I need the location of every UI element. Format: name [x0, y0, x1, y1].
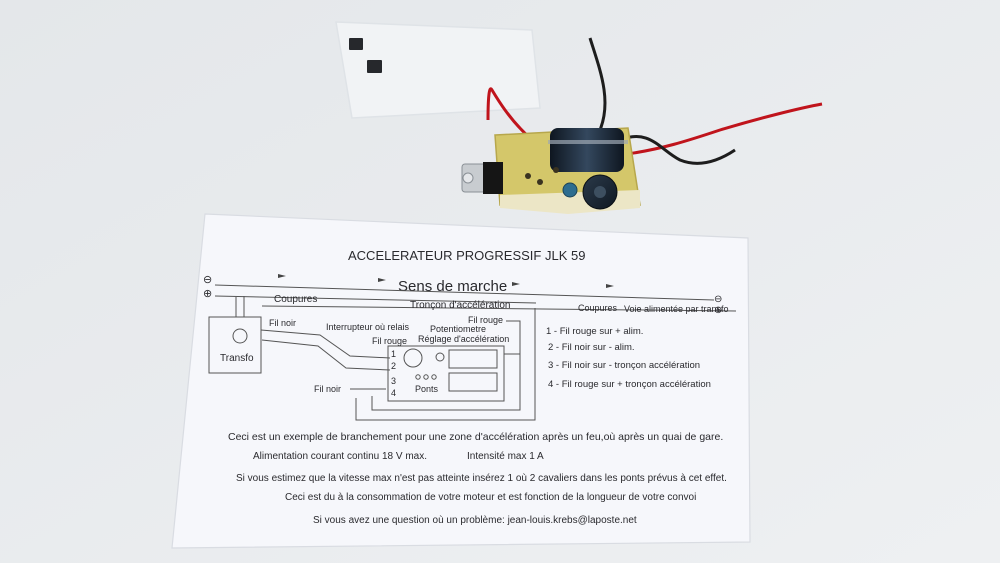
- red-wire-label-top: Fil rouge: [468, 315, 503, 325]
- paragraph-contact: Si vous avez une question où un problème…: [313, 515, 637, 526]
- transfo-box: [208, 316, 262, 374]
- module-block-bottom: [448, 372, 498, 392]
- bridge-pin: [431, 374, 437, 380]
- red-wire-right: [619, 102, 823, 157]
- plus-symbol-right: ⊕: [714, 305, 722, 316]
- paragraph-example: Ceci est un exemple de branchement pour …: [228, 431, 723, 443]
- module-minus-symbol: [435, 352, 445, 362]
- regulator-hole: [462, 172, 474, 184]
- jumper-1: [349, 38, 363, 50]
- accel-section-label: Tronçon d'accélération: [410, 300, 510, 311]
- cuts-label-left: Coupures: [274, 294, 317, 305]
- pin-3: 3: [391, 376, 396, 386]
- small-capacitor-top: [594, 186, 606, 198]
- rail-section: [261, 305, 737, 312]
- large-capacitor: [550, 128, 624, 172]
- bridge-pin: [415, 374, 421, 380]
- module-pot-symbol: [403, 348, 423, 368]
- solder-point: [525, 173, 531, 179]
- pin-4: 4: [391, 388, 396, 398]
- wiring-left: [235, 296, 391, 371]
- minus-symbol-right: ⊖: [714, 294, 722, 305]
- legend-line-3: 3 - Fil noir sur - tronçon accélération: [548, 360, 700, 371]
- black-wire-label-top: Fil noir: [269, 318, 296, 328]
- direction-heading: Sens de marche: [398, 278, 507, 295]
- rail-minus: [214, 284, 715, 301]
- pin-2: 2: [391, 361, 396, 371]
- minus-symbol-left: ⊖: [203, 274, 212, 286]
- plus-symbol-left: ⊕: [203, 288, 212, 300]
- module-block-top: [448, 349, 498, 369]
- bridge-pin: [423, 374, 429, 380]
- cuts-label-right: Coupures: [578, 303, 618, 313]
- capacitor-band: [548, 140, 628, 144]
- rail-plus: [214, 295, 537, 304]
- legend-line-4: 4 - Fil rouge sur + tronçon accélération: [548, 379, 711, 390]
- black-wire-right: [619, 135, 736, 165]
- sheet-title: ACCELERATEUR PROGRESSIF JLK 59: [348, 248, 585, 263]
- pin-1: 1: [391, 349, 396, 359]
- paragraph-consumption: Ceci est du à la consommation de votre m…: [285, 492, 696, 503]
- black-wire-label-bottom: Fil noir: [314, 384, 341, 394]
- solder-point: [553, 167, 559, 173]
- transfo-symbol: [232, 328, 248, 344]
- regulator-body: [483, 162, 503, 194]
- legend-line-2: 2 - Fil noir sur - alim.: [548, 342, 635, 353]
- bridges-label: Ponts: [415, 384, 439, 394]
- instruction-sheet: ACCELERATEUR PROGRESSIF JLK 59 ⊖ ⊕ Sens …: [171, 213, 751, 549]
- trimmer-potentiometer: [562, 182, 578, 198]
- paragraph-jumpers: Si vous estimez que la vitesse max n'est…: [236, 473, 727, 484]
- switch-relay-label: Interrupteur où relais: [326, 322, 410, 332]
- jumper-2: [367, 60, 382, 73]
- wiring-right: [350, 308, 536, 421]
- sheet-paper: [171, 213, 751, 549]
- supply-line: Alimentation courant continu 18 V max.: [253, 451, 427, 462]
- module-outline: [387, 345, 505, 402]
- accel-setting-label: Réglage d'accélération: [418, 334, 509, 344]
- solder-point: [537, 179, 543, 185]
- legend-line-1: 1 - Fil rouge sur + alim.: [546, 326, 643, 337]
- transfo-label: Transfo: [220, 353, 254, 364]
- current-line: Intensité max 1 A: [467, 451, 544, 462]
- plastic-bag: [335, 21, 541, 119]
- circuit-board-module: [461, 37, 823, 214]
- red-wire-label-mid: Fil rouge: [372, 336, 407, 346]
- red-wire-left: [486, 87, 532, 140]
- transfo-track-label: Voie alimentée par transfo: [624, 304, 729, 314]
- potentiometer-label: Potentiometre: [430, 324, 486, 334]
